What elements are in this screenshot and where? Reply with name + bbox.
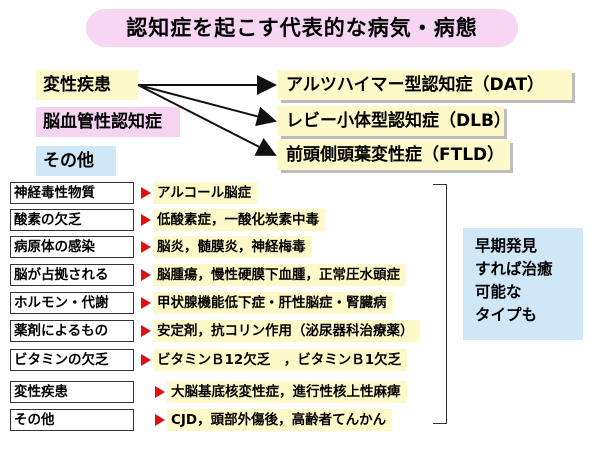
cause-detail: 甲状腺機能低下症・肝性脳症・腎臓病 (153, 292, 393, 314)
cause-detail: アルコール脳症 (153, 182, 258, 204)
cause-detail: ビタミンＢ12欠乏 ，ビタミンＢ1欠乏 (153, 349, 408, 371)
type-dat: アルツハイマー型認知症（DAT） (278, 70, 572, 100)
category-other: その他 (36, 146, 116, 176)
red-triangle-icon (141, 354, 151, 366)
cause-detail: CJD，頭部外傷後，高齢者てんかん (167, 409, 393, 431)
note-line: すれば治癒 (475, 260, 553, 278)
cause-category: 変性疾患 (10, 381, 134, 403)
arrow-to-ftld (137, 84, 277, 156)
cause-category: ビタミンの欠乏 (10, 349, 134, 371)
diagram-title: 認知症を起こす代表的な病気・病態 (86, 9, 518, 47)
cause-category: 病原体の感染 (10, 236, 134, 258)
type-dlb: レビー小体型認知症（DLB） (278, 106, 511, 136)
type-ftld: 前頭側頭葉変性症（FTLD） (278, 140, 510, 170)
note-line: タイプも (475, 306, 538, 324)
note-line: 可能な (475, 283, 522, 301)
cause-category: その他 (10, 409, 134, 431)
cause-category: ホルモン・代謝 (10, 292, 134, 314)
red-triangle-icon (141, 241, 151, 253)
cause-detail: 大脳基底核変性症，進行性核上性麻痺 (167, 381, 407, 403)
arrow-to-dlb (137, 84, 277, 127)
note-line: 早期発見 (475, 237, 538, 255)
red-triangle-icon (141, 187, 151, 199)
red-triangle-icon (141, 269, 151, 281)
red-triangle-icon (155, 414, 165, 426)
cause-category: 酸素の欠乏 (10, 209, 134, 231)
cause-detail: 安定剤，抗コリン作用（泌尿器科治療薬） (153, 320, 420, 342)
cause-detail: 脳腫瘍，慢性硬膜下血腫，正常圧水頭症 (153, 264, 406, 286)
category-vascular: 脳血管性認知症 (36, 107, 180, 137)
red-triangle-icon (141, 325, 151, 337)
cause-detail: 低酸素症，一酸化炭素中毒 (153, 209, 325, 231)
cause-category: 脳が占拠される (10, 264, 134, 286)
cause-category: 神経毒性物質 (10, 182, 134, 204)
red-triangle-icon (141, 297, 151, 309)
cause-detail: 脳炎，髄膜炎，神経梅毒 (153, 236, 312, 258)
category-degenerative: 変性疾患 (36, 70, 138, 100)
red-triangle-icon (155, 386, 165, 398)
cause-category: 薬剤によるもの (10, 320, 134, 342)
red-triangle-icon (141, 214, 151, 226)
early-detection-note: 早期発見 すれば治癒 可能な タイプも (463, 228, 583, 340)
grouping-bracket (433, 184, 447, 424)
